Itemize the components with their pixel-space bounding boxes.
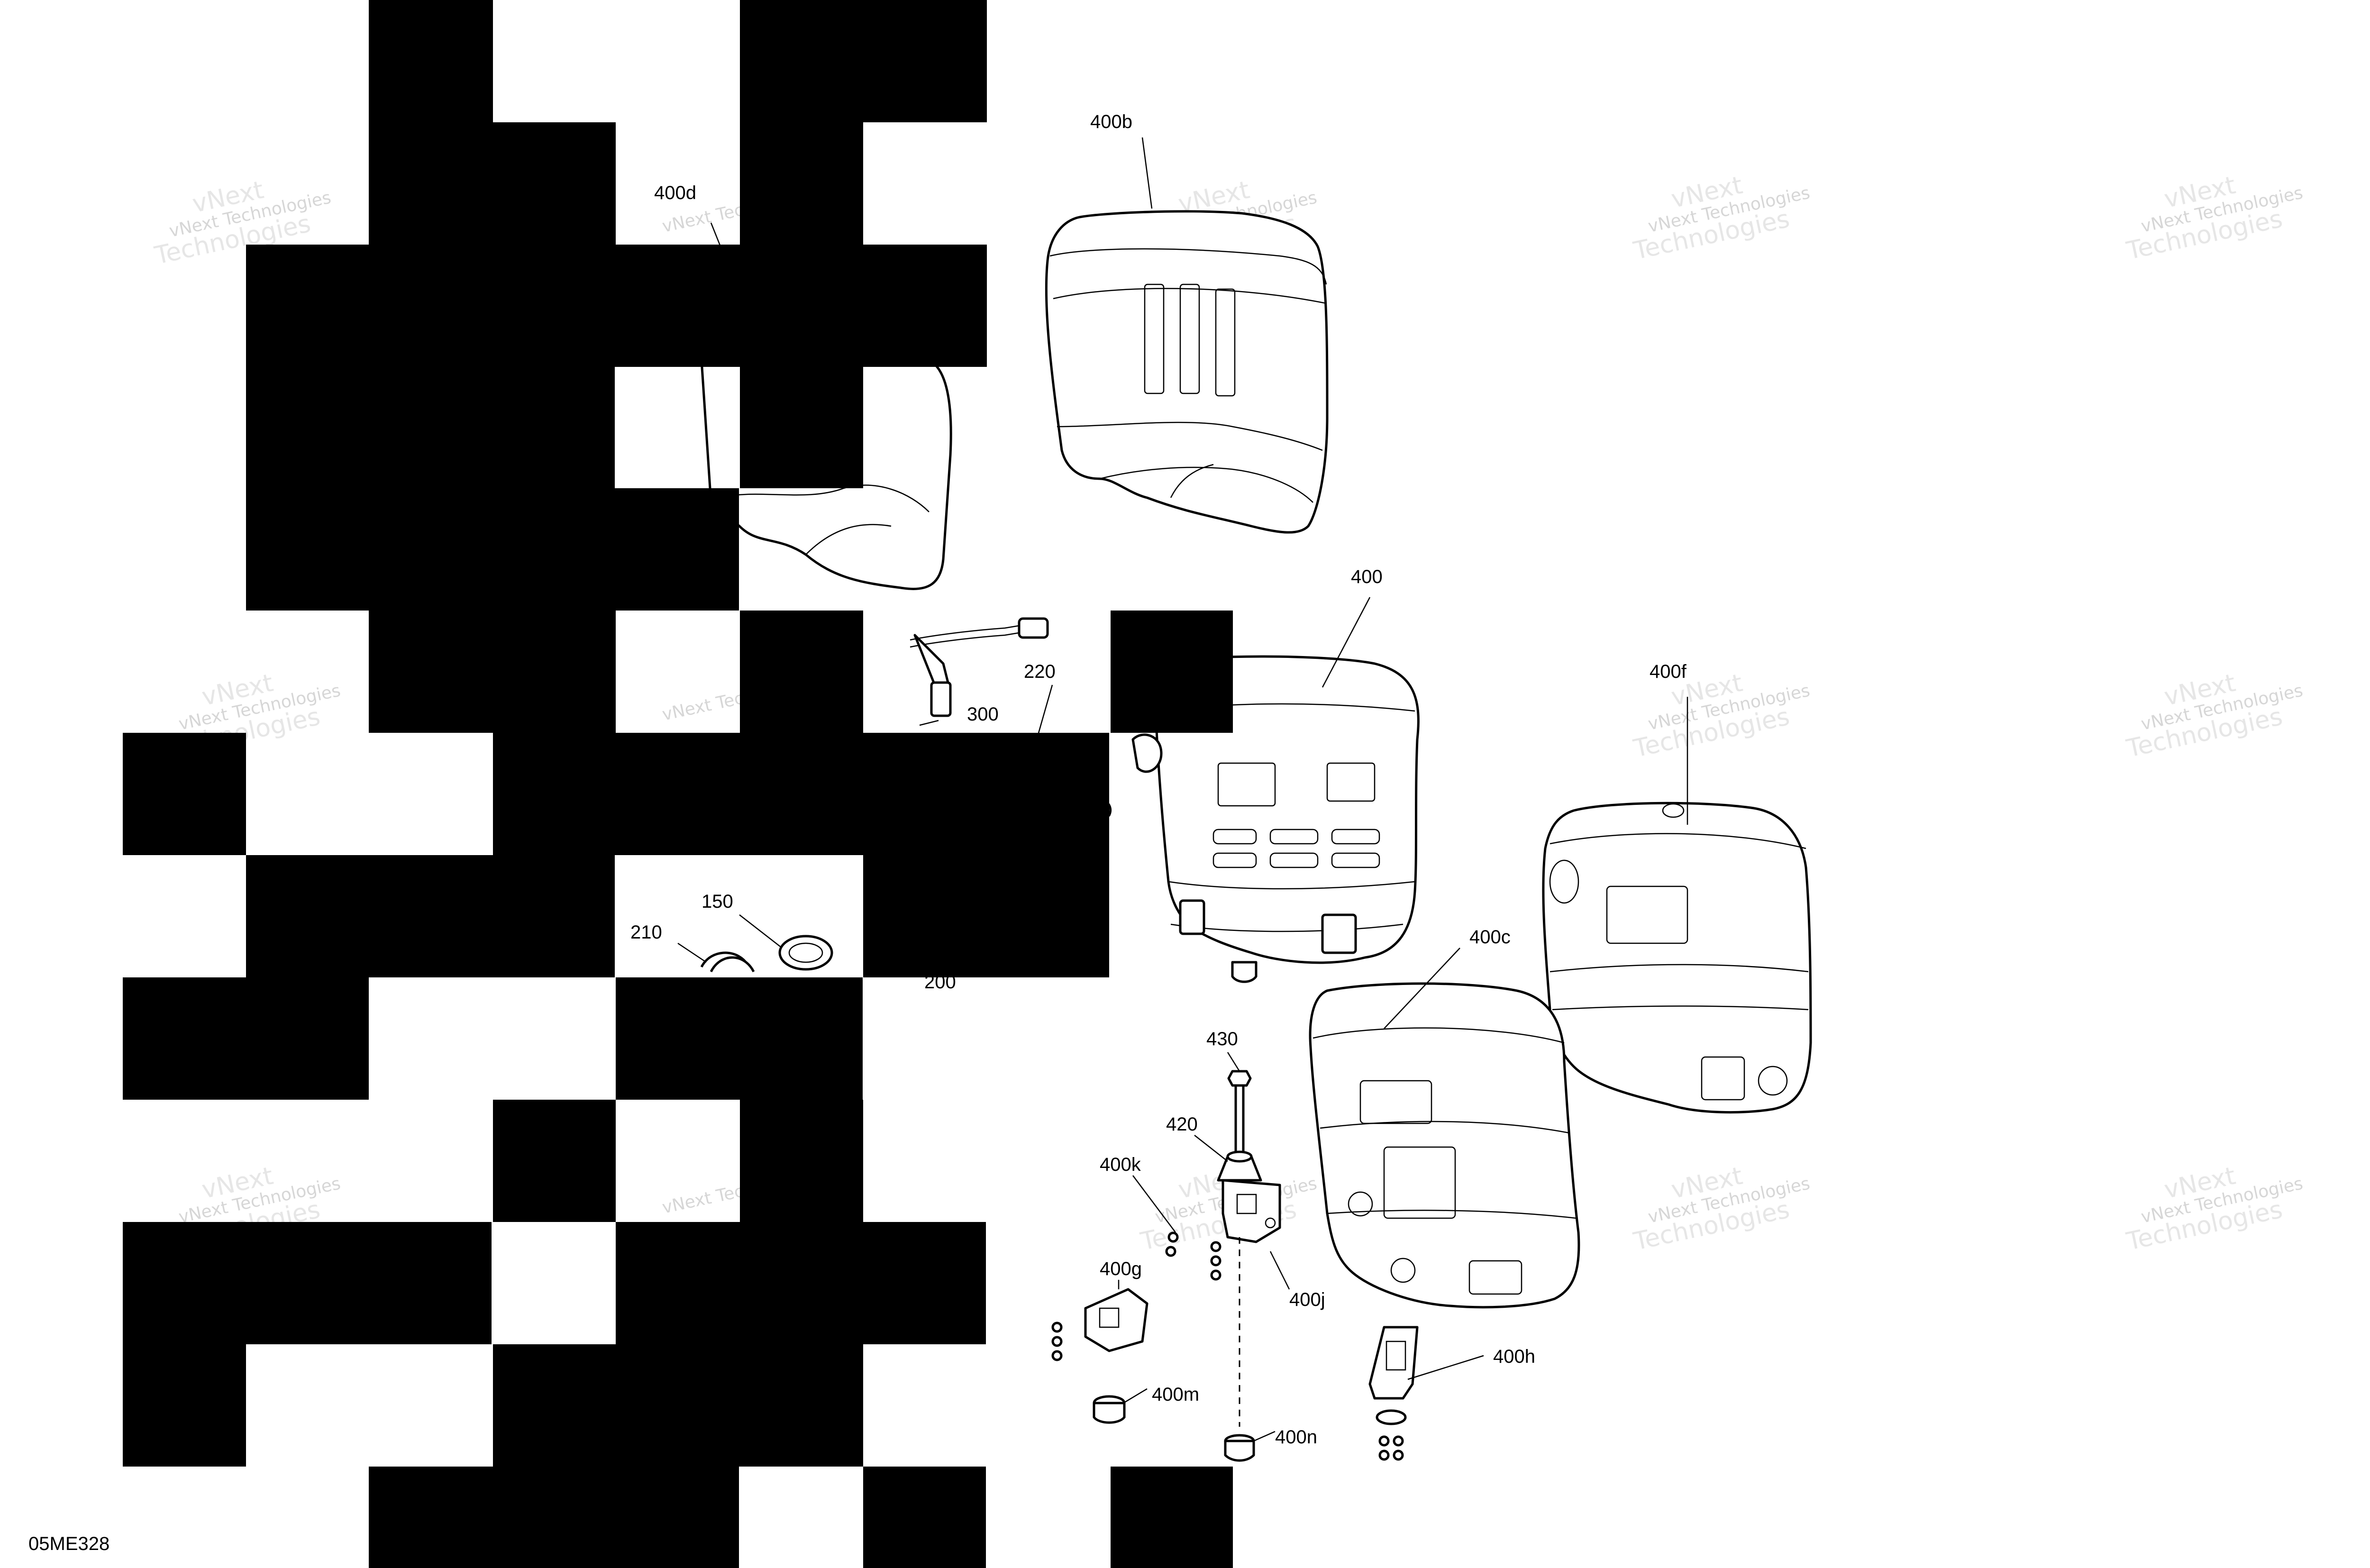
part-400f-heat-shield <box>1542 802 1812 1114</box>
callout-420: 420 <box>1166 1114 1198 1135</box>
callout-430: 430 <box>1206 1029 1238 1049</box>
callout-400f: 400f <box>1650 661 1687 682</box>
callout-150: 150 <box>702 891 733 912</box>
part-400j-bracket <box>1221 1179 1281 1243</box>
callout-400h: 400h <box>1493 1346 1535 1367</box>
part-150-ring <box>778 935 833 971</box>
callout-400c: 400c <box>1469 927 1511 948</box>
part-400g-bracket <box>1051 1288 1149 1361</box>
callout-400k: 400k <box>1100 1154 1141 1175</box>
callout-400j: 400j <box>1289 1289 1325 1310</box>
callout-400d: 400d <box>654 182 696 203</box>
callout-210: 210 <box>630 922 662 943</box>
redaction-mosaic <box>123 0 1233 1568</box>
callout-220: 220 <box>1024 661 1056 682</box>
figure-id: 05ME328 <box>28 1533 109 1554</box>
callout-400: 400 <box>1351 566 1383 587</box>
callout-400g: 400g <box>1100 1258 1142 1279</box>
part-420-grommet <box>1217 1150 1262 1182</box>
part-210-clamp <box>700 951 755 973</box>
callout-labels: 400b 400d 400 220 300 400f 150 210 200 4… <box>630 111 1687 1448</box>
leader-lines <box>677 137 1688 1442</box>
callout-200: 200 <box>924 972 956 993</box>
callout-400n: 400n <box>1275 1427 1317 1448</box>
part-300-oxygen-sensor <box>910 617 1049 717</box>
callout-400b: 400b <box>1090 111 1132 132</box>
callout-400m: 400m <box>1152 1384 1199 1405</box>
part-400c-heat-shield <box>1309 982 1580 1309</box>
part-400k-nuts <box>1165 1231 1221 1281</box>
part-400-muffler <box>1155 655 1420 983</box>
part-430-bolt <box>1227 1070 1252 1167</box>
part-400h-bracket <box>1368 1326 1419 1461</box>
part-400b-heat-shield <box>1045 210 1329 534</box>
part-400n-mount <box>1224 1237 1255 1462</box>
part-400m-mount <box>1093 1395 1126 1424</box>
callout-300: 300 <box>967 704 999 725</box>
